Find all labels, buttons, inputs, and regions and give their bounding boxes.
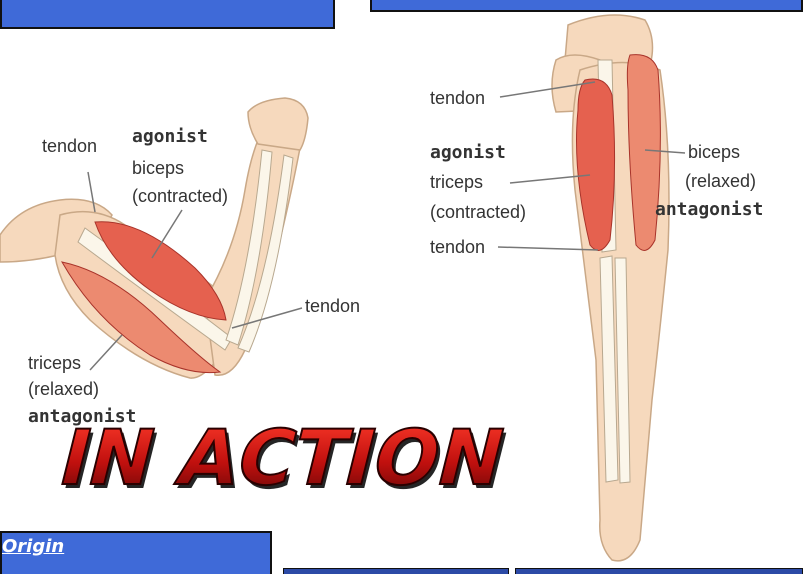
label-tendon-top: tendon — [42, 136, 97, 156]
label-antagonist-2: antagonist — [655, 199, 763, 220]
label-biceps-2: biceps — [688, 142, 740, 162]
label-agonist-2: agonist — [430, 142, 506, 163]
label-tendon-top-2: tendon — [430, 88, 485, 108]
fist — [248, 98, 308, 150]
label-agonist: agonist — [132, 126, 208, 147]
label-biceps: biceps — [132, 158, 184, 178]
label-biceps-state: (contracted) — [132, 186, 228, 206]
label-biceps-state-2: (relaxed) — [685, 171, 756, 191]
title-text: IN ACTION — [51, 414, 514, 503]
straight-arm-illustration — [498, 15, 685, 561]
label-triceps-state-2: (contracted) — [430, 202, 526, 222]
bottom-strip-1 — [283, 568, 509, 574]
bottom-strip-2 — [515, 568, 803, 574]
label-triceps: triceps — [28, 353, 81, 373]
label-tendon-bottom-2: tendon — [430, 237, 485, 257]
label-tendon-right: tendon — [305, 296, 360, 316]
origin-link[interactable]: Origin — [2, 536, 64, 557]
label-triceps-2: triceps — [430, 172, 483, 192]
title-in-action: IN ACTION IN ACTION — [51, 414, 517, 507]
label-triceps-state: (relaxed) — [28, 379, 99, 399]
